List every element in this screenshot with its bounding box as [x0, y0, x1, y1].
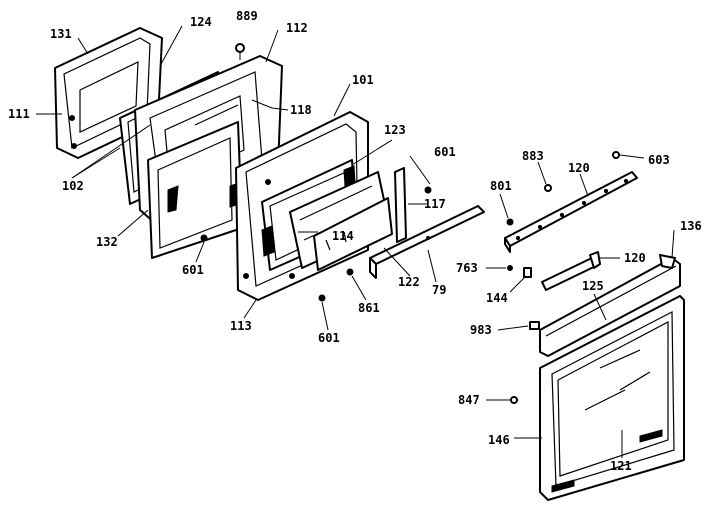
callout-603: 603	[648, 153, 670, 167]
callout-120b: 120	[624, 251, 646, 265]
callout-801a: 801	[490, 179, 512, 193]
leader-lines	[36, 25, 675, 458]
screw-847-icon	[510, 396, 518, 404]
callout-883: 883	[522, 149, 544, 163]
screw-861-icon	[346, 268, 354, 276]
callout-117: 117	[424, 197, 446, 211]
callout-125: 125	[582, 279, 604, 293]
callout-114: 114	[332, 229, 354, 243]
callout-601b: 601	[182, 263, 204, 277]
hinge-983	[529, 321, 540, 330]
callout-861: 861	[358, 301, 380, 315]
callout-79: 79	[432, 283, 446, 297]
handle-bracket-120	[541, 251, 601, 291]
screw-763-icon	[507, 265, 513, 271]
callout-601c: 601	[318, 331, 340, 345]
screw-889-icon	[235, 43, 245, 60]
oven-door-146	[539, 295, 685, 501]
screw-801-icon	[506, 218, 514, 226]
callout-122: 122	[398, 275, 420, 289]
callout-601a: 601	[434, 145, 456, 159]
callout-132: 132	[96, 235, 118, 249]
support-bracket-117	[394, 167, 407, 243]
callout-763: 763	[456, 261, 478, 275]
handle-rail-120	[504, 171, 638, 253]
callout-889: 889	[236, 9, 258, 23]
screw-601-bottom-icon	[318, 294, 326, 302]
callout-112: 112	[286, 21, 308, 35]
callout-111: 111	[8, 107, 30, 121]
callout-101: 101	[352, 73, 374, 87]
door-trim-79	[369, 205, 485, 279]
screw-601-icon	[424, 186, 432, 194]
callout-123: 123	[384, 123, 406, 137]
callout-144: 144	[486, 291, 508, 305]
screw-601-lower-icon	[200, 234, 208, 242]
callout-113: 113	[230, 319, 252, 333]
callout-120a: 120	[568, 161, 590, 175]
callout-118: 118	[290, 103, 312, 117]
callout-146: 146	[488, 433, 510, 447]
callout-102: 102	[62, 179, 84, 193]
callout-136: 136	[680, 219, 702, 233]
callout-847: 847	[458, 393, 480, 407]
callout-131: 131	[50, 27, 72, 41]
callout-983: 983	[470, 323, 492, 337]
clip-144	[523, 267, 532, 278]
callout-124: 124	[190, 15, 212, 29]
screw-883-icon	[544, 184, 552, 192]
callout-121: 121	[610, 459, 632, 473]
baffle-122	[313, 197, 393, 271]
screw-603-icon	[612, 151, 620, 159]
callout-labels: 131 124 889 112 101 111 118 123 601 801 …	[8, 9, 702, 473]
